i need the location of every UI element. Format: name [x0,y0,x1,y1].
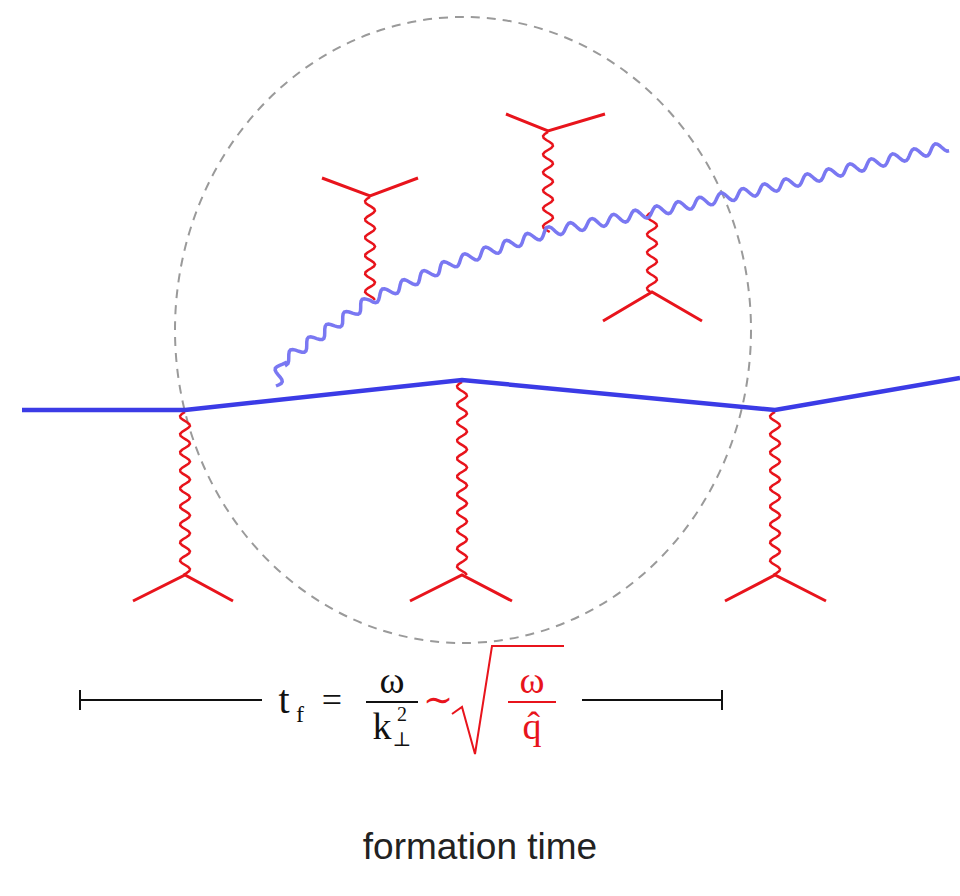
radiated-gluon [275,144,949,386]
bracket-tick [79,690,81,710]
medium-scatterer [506,114,605,131]
formula-symbol: k [373,707,392,745]
exchanged-gluon [457,382,467,575]
quark-line [22,378,960,410]
formula-symbol: ∼ [423,682,453,718]
bracket-line [582,699,722,701]
scattering-centers [133,114,826,601]
formula-symbol: ω [519,661,544,699]
caption-label: formation time [363,828,597,865]
formula-subscript: ⊥ [393,729,412,749]
formula-symbol: = [322,682,342,718]
formula-superscript: 2 [397,704,407,724]
medium-scatterer [725,575,826,601]
square-root-sign [452,646,564,754]
formula-symbol: ω [379,661,404,699]
bracket-tick [721,690,723,710]
medium-scatterer [322,178,418,196]
formula-marks [80,646,722,754]
formula-symbol: t [278,680,289,720]
exchanged-gluon [543,132,553,232]
fraction-bar [366,701,418,703]
exchanged-gluon [647,212,657,292]
parton-lines [22,144,960,410]
formula-subscript: f [296,702,304,726]
exchanged-gluon [180,412,190,575]
medium-scatterer [603,292,702,321]
bracket-line [80,699,262,701]
medium-scatterer [410,575,512,601]
medium-scatterer [133,575,233,601]
formula-symbol: q̂ [523,707,542,745]
fraction-bar [508,701,556,703]
formation-region [175,17,751,643]
exchanged-gluon [770,412,780,575]
exchanged-gluon [365,197,375,300]
